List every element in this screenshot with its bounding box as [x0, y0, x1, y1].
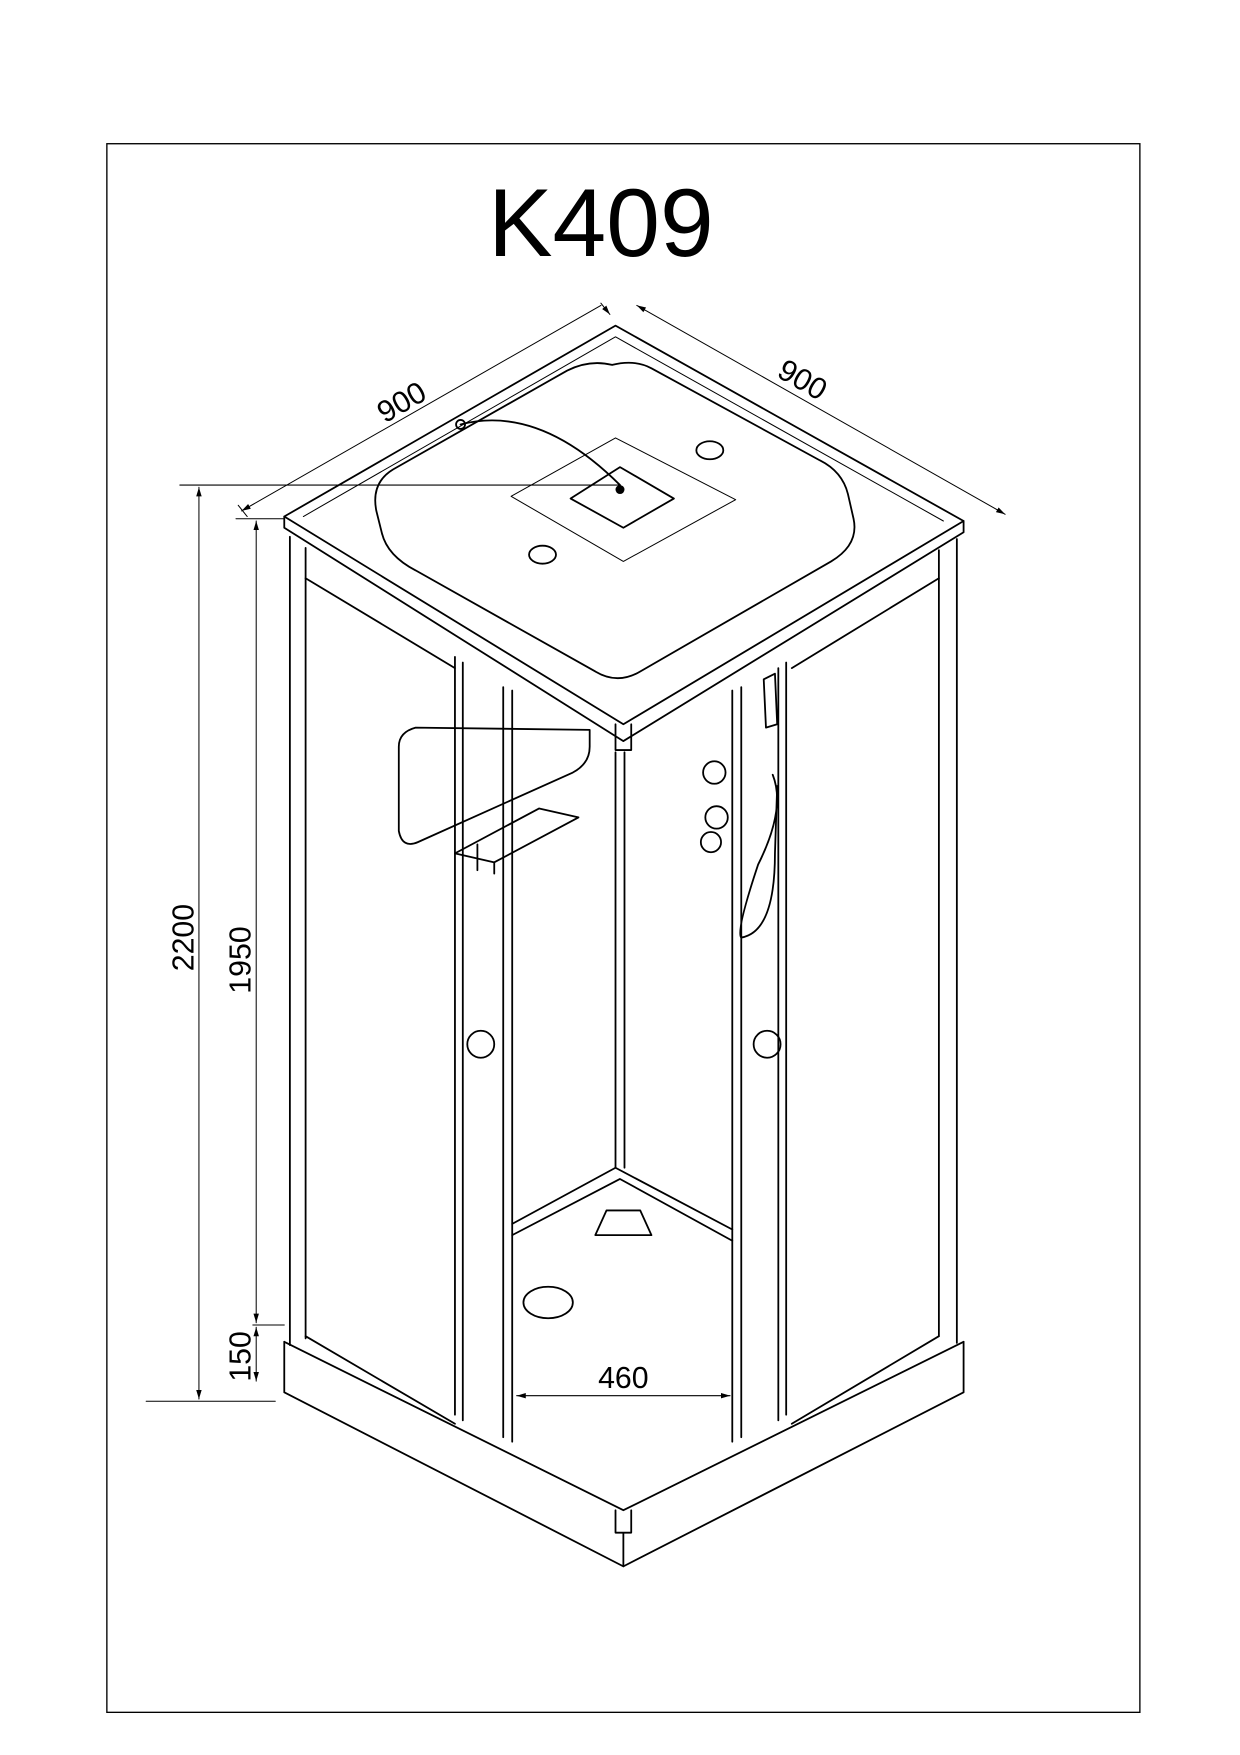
cabin-height-label: 1950 [225, 926, 258, 993]
roof [283, 324, 965, 751]
total-height-label: 2200 [167, 904, 200, 971]
drain-icon [522, 1285, 574, 1320]
speaker-icon [528, 544, 557, 565]
door-handle-icon [466, 1029, 496, 1059]
drawing-frame [106, 143, 1141, 1714]
shower-tray [283, 1340, 965, 1568]
door-opening-label: 460 [598, 1362, 649, 1395]
shelf [454, 807, 580, 875]
cabin-walls [288, 535, 958, 1443]
width-right-label: 900 [772, 353, 832, 407]
door-handle-icon [752, 1029, 782, 1059]
dimension-lines [145, 302, 1006, 1402]
rain-shower-head [569, 466, 675, 529]
model-title: K409 [488, 170, 713, 277]
mirror [397, 726, 591, 845]
speaker-icon [695, 440, 725, 461]
control-knob-icon [702, 760, 727, 785]
control-knob-icon [704, 805, 729, 830]
tray-height-label: 150 [225, 1331, 258, 1382]
width-left-label: 900 [372, 376, 432, 430]
hand-shower-icon [762, 672, 779, 729]
